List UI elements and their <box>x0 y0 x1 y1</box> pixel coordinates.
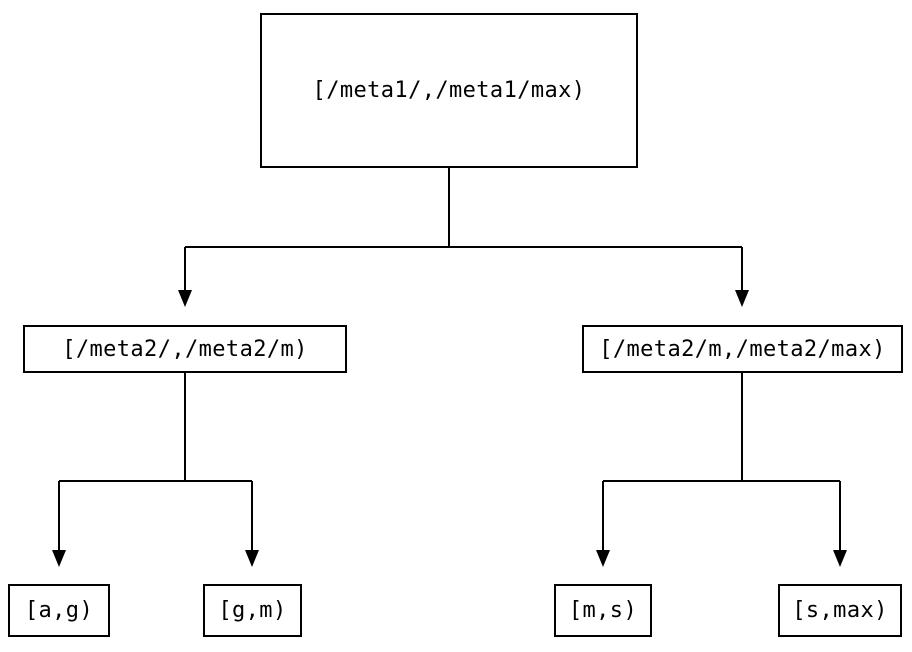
connector-left-to-leaves <box>58 373 253 550</box>
node-leaf-g-m: [g,m) <box>203 584 302 637</box>
arrow-down-icon <box>52 550 66 567</box>
node-leaf-m-s: [m,s) <box>554 584 652 637</box>
connector-right-to-leaves <box>602 373 841 550</box>
node-root-range: [/meta1/,/meta1/max) <box>260 13 638 168</box>
arrow-down-icon <box>178 290 192 307</box>
node-right-range: [/meta2/m,/meta2/max) <box>582 325 903 373</box>
node-label: [a,g) <box>24 598 94 623</box>
node-leaf-s-max: [s,max) <box>778 584 902 637</box>
node-left-range: [/meta2/,/meta2/m) <box>23 325 347 373</box>
arrow-down-icon <box>245 550 259 567</box>
connector-root-to-children <box>184 168 743 290</box>
node-label: [/meta2/m,/meta2/max) <box>599 336 886 362</box>
arrow-down-icon <box>735 290 749 307</box>
node-label: [g,m) <box>218 598 287 623</box>
node-label: [/meta1/,/meta1/max) <box>312 78 586 103</box>
node-label: [m,s) <box>568 598 638 623</box>
arrow-down-icon <box>833 550 847 567</box>
node-label: [/meta2/,/meta2/m) <box>62 336 308 362</box>
arrow-down-icon <box>596 550 610 567</box>
node-label: [s,max) <box>792 598 888 623</box>
node-leaf-a-g: [a,g) <box>8 584 110 637</box>
